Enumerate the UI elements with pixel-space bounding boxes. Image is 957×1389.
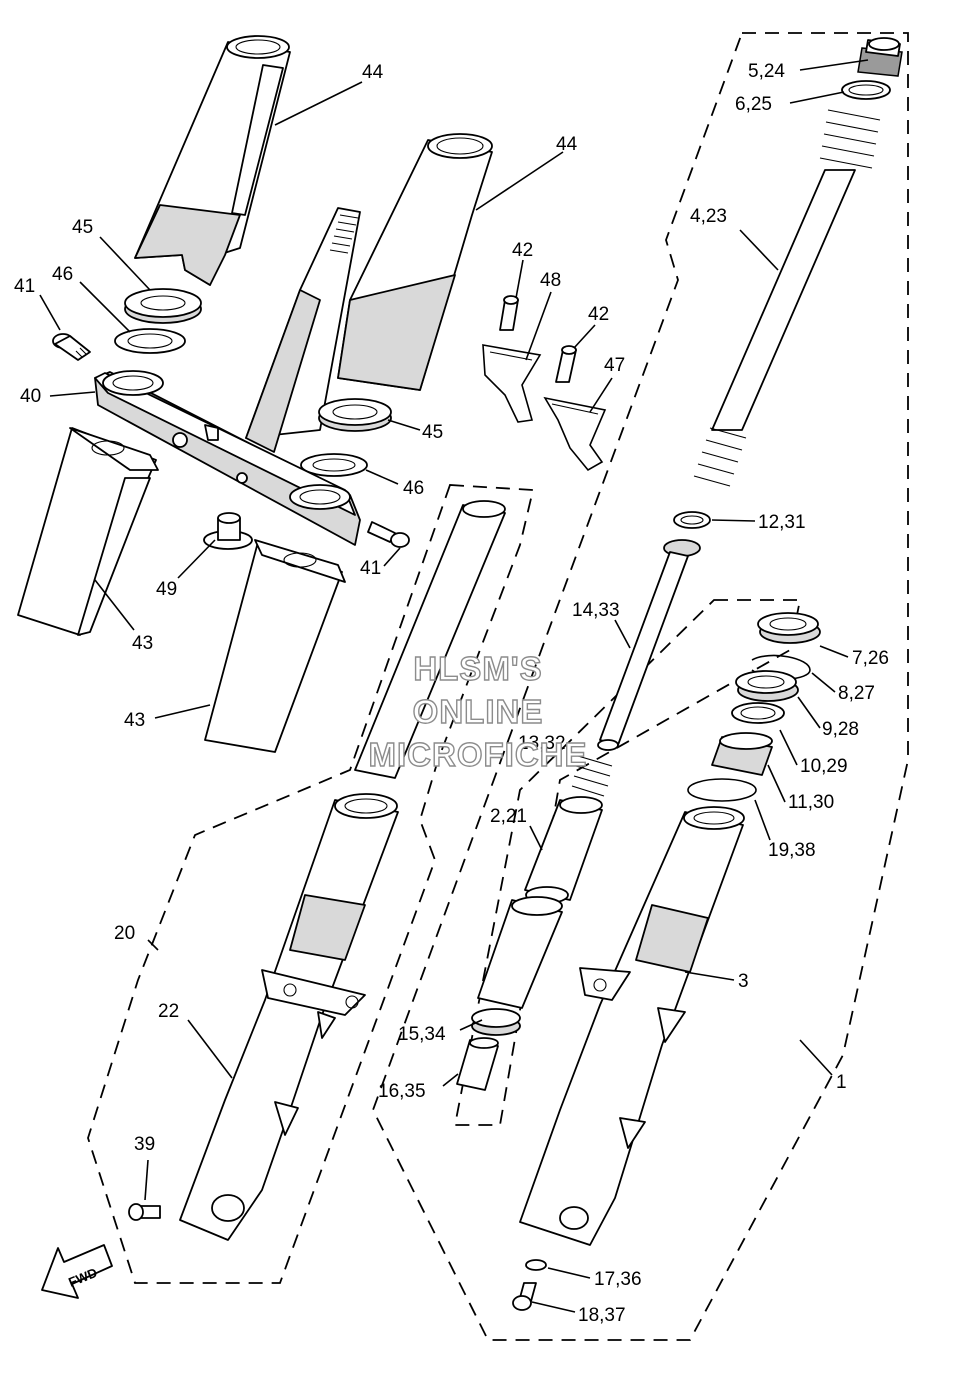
outer-tube-3 — [519, 806, 745, 1246]
label-16-35: 16,35 — [378, 1081, 426, 1102]
forward-arrow-icon: FWD — [41, 1244, 113, 1299]
cap-bolt-5 — [857, 37, 903, 77]
label-49: 49 — [156, 579, 177, 600]
watermark-line-1: HLSM'S — [413, 650, 542, 687]
label-9-28: 9,28 — [822, 719, 859, 740]
label-2-21: 2,21 — [490, 806, 527, 827]
cable-clamp-47 — [543, 396, 607, 472]
label-1: 1 — [836, 1072, 847, 1093]
rebound-spring-13 — [571, 755, 613, 797]
dust-seal-45-right — [318, 398, 392, 432]
damper-rod-14 — [597, 539, 701, 751]
bolt-39 — [128, 1203, 161, 1221]
label-43-left: 43 — [132, 633, 153, 654]
lower-cover-left — [17, 427, 159, 636]
gasket-17 — [525, 1259, 547, 1271]
label-19-38: 19,38 — [768, 840, 816, 861]
circlip-19 — [687, 778, 757, 802]
label-45-right: 45 — [422, 422, 443, 443]
bolt-18 — [512, 1282, 537, 1311]
label-42-b: 42 — [588, 304, 609, 325]
oil-lock-piece-15 — [471, 1008, 521, 1036]
damper-cylinder — [477, 896, 563, 1009]
label-7-26: 7,26 — [852, 648, 889, 669]
watermark: HLSM'S ONLINE MICROFICHE — [368, 649, 588, 773]
label-12-31: 12,31 — [758, 512, 806, 533]
label-15-34: 15,34 — [398, 1024, 446, 1045]
washer-46-right — [300, 453, 368, 477]
grommet-49 — [203, 512, 253, 550]
steering-stem — [245, 207, 361, 453]
label-11-30: 11,30 — [788, 792, 834, 813]
label-5-24: 5,24 — [748, 61, 785, 82]
bolt-41-left — [52, 333, 91, 361]
label-42-a: 42 — [512, 240, 533, 261]
label-10-29: 10,29 — [800, 756, 848, 777]
dust-seal-45-left — [124, 288, 202, 324]
label-22: 22 — [158, 1001, 179, 1022]
cylinder-2 — [524, 796, 603, 904]
label-41-right: 41 — [360, 558, 381, 579]
cable-clamp-48 — [482, 344, 542, 423]
under-bracket-40 — [94, 370, 361, 546]
label-46-right: 46 — [403, 478, 424, 499]
oil-seal-9 — [735, 670, 799, 702]
o-ring-6 — [841, 80, 891, 100]
washer-46-left — [114, 328, 186, 354]
watermark-line-3: MICROFICHE — [369, 736, 588, 773]
piece-16 — [456, 1037, 499, 1091]
label-13-32: 13,32 — [518, 733, 566, 754]
assembly-20-outline — [87, 484, 535, 1284]
fork-spring-4 — [693, 109, 881, 487]
lower-cover-right — [204, 539, 346, 753]
label-6-25: 6,25 — [735, 94, 772, 115]
label-40: 40 — [20, 386, 41, 407]
outer-tube-22 — [179, 793, 399, 1241]
label-45-left: 45 — [72, 217, 93, 238]
label-41-left: 41 — [14, 276, 35, 297]
bolt-42-b — [555, 345, 577, 383]
label-20: 20 — [114, 923, 135, 944]
upper-cover-left — [134, 35, 291, 286]
label-4-23: 4,23 — [690, 206, 727, 227]
label-44-right: 44 — [556, 134, 578, 155]
inner-tube-center — [354, 500, 506, 779]
label-43-right: 43 — [124, 710, 145, 731]
label-17-36: 17,36 — [594, 1269, 642, 1290]
label-3: 3 — [738, 971, 749, 992]
label-14-33: 14,33 — [572, 600, 620, 621]
label-8-27: 8,27 — [838, 683, 875, 704]
bolt-42-a — [499, 295, 519, 331]
upper-cover-right — [337, 133, 493, 391]
washer-10 — [731, 702, 785, 724]
bolt-41-right — [367, 521, 410, 548]
washer-12 — [673, 511, 711, 529]
assembly-1-outline — [372, 32, 909, 1341]
leader-lines — [39, 59, 869, 1313]
label-48: 48 — [540, 270, 561, 291]
label-18-37: 18,37 — [578, 1305, 626, 1326]
slide-metal-11 — [711, 732, 773, 776]
seal-7 — [757, 612, 821, 644]
label-47: 47 — [604, 355, 625, 376]
part-labels: 44 44 45 46 41 40 42 48 42 47 45 46 41 4… — [14, 61, 889, 1326]
label-39: 39 — [134, 1134, 155, 1155]
label-44-left: 44 — [362, 62, 384, 83]
watermark-line-2: ONLINE — [413, 693, 544, 730]
label-46-left: 46 — [52, 264, 73, 285]
